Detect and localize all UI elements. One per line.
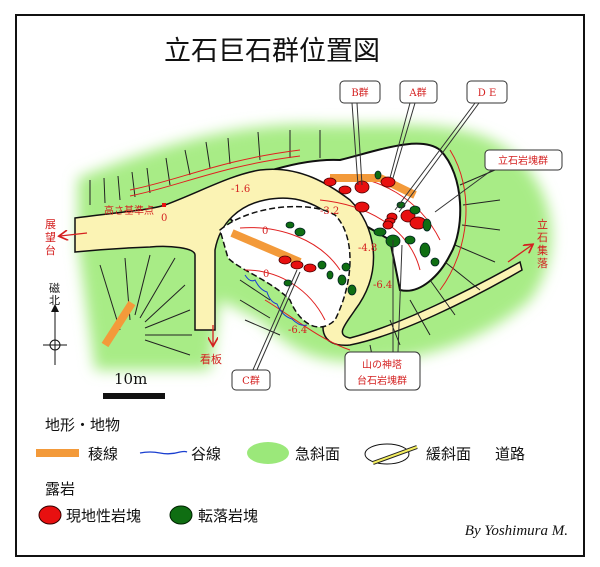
elevation-label: -6.4 (373, 280, 392, 291)
callout-c-group[interactable]: C群 (231, 369, 271, 391)
legend-road: 道路 (495, 445, 525, 463)
inner-gentle-slope (219, 205, 351, 328)
fallen-rocks (283, 170, 440, 296)
scale-bar (103, 393, 165, 399)
map-title: 立石巨石群位置図 (164, 36, 380, 67)
slope-hachures (89, 130, 501, 371)
elevation-labels: 0 -1.6 0 0 -3.2 -4.8 -6.4 -6.4 (161, 184, 392, 336)
in-situ-rocks (278, 176, 427, 273)
arrow-left-icon (60, 233, 88, 236)
road (74, 168, 523, 346)
signboard-direction[interactable]: 看板 (200, 325, 222, 366)
signboard-label: 看板 (200, 352, 222, 366)
elevation-label: 0 (263, 269, 269, 280)
legend-valley: 谷線 (191, 445, 221, 463)
legend-steep-slope: 急斜面 (295, 445, 340, 463)
callout-text: 山の神塔 (362, 358, 402, 371)
author-credit: By Yoshimura M. (465, 523, 568, 539)
benchmark-marker (162, 203, 166, 207)
callout-text: A群 (408, 86, 426, 99)
valley-swatch (139, 450, 188, 455)
observatory-direction[interactable]: 展望台 (45, 218, 88, 257)
scale-label: 10m (114, 370, 147, 388)
elevation-label: -3.2 (320, 206, 339, 217)
observatory-label: 展望台 (45, 218, 56, 257)
elevation-label: -1.6 (231, 184, 250, 195)
legend: 地形・地物 稜線 谷線 急斜面 緩斜面 道路 露岩 現地性岩塊 転落岩塊 (36, 416, 525, 525)
fallen-rock-swatch (169, 505, 193, 525)
callout-b-group[interactable]: B群 (339, 80, 381, 104)
elevation-label: 0 (161, 213, 167, 224)
callout-text: D E (478, 88, 497, 99)
elevation-label: -4.8 (358, 243, 377, 254)
callout-yamanokami[interactable]: 山の神塔 台石岩塊群 (344, 351, 421, 391)
north-arrow: 磁北 (43, 282, 67, 365)
benchmark-label: 高さ基準点 (104, 204, 154, 217)
callout-a-group[interactable]: A群 (399, 80, 438, 104)
village-direction[interactable]: 立石集落 (507, 217, 548, 270)
in-situ-rock-swatch (38, 505, 62, 525)
gentle-slope-swatch (364, 443, 410, 465)
arrow-up-right-icon (507, 245, 532, 263)
elevation-label: 0 (262, 226, 268, 237)
elevation-label: -6.4 (288, 325, 307, 336)
steep-slope-swatch (247, 442, 289, 464)
legend-gentle-slope: 緩斜面 (426, 445, 471, 463)
legend-fallen-rock: 転落岩塊 (198, 507, 258, 525)
village-label: 立石集落 (537, 217, 548, 270)
callout-tateishi-rocks[interactable]: 立石岩塊群 (484, 149, 563, 171)
callout-text: C群 (242, 374, 260, 387)
callout-text: B群 (351, 86, 368, 99)
legend-in-situ-rock: 現地性岩塊 (66, 507, 141, 525)
north-label: 磁北 (49, 282, 60, 307)
callout-text: 立石岩塊群 (498, 154, 548, 167)
valley-line (244, 274, 308, 326)
callout-de[interactable]: D E (466, 80, 508, 104)
callout-leaders (251, 102, 493, 373)
legend-outcrop-heading: 露岩 (45, 480, 75, 498)
legend-terrain-heading: 地形・地物 (45, 416, 120, 434)
legend-ridge: 稜線 (88, 445, 118, 463)
ridge-swatch (36, 449, 79, 457)
callout-text: 台石岩塊群 (357, 374, 407, 387)
